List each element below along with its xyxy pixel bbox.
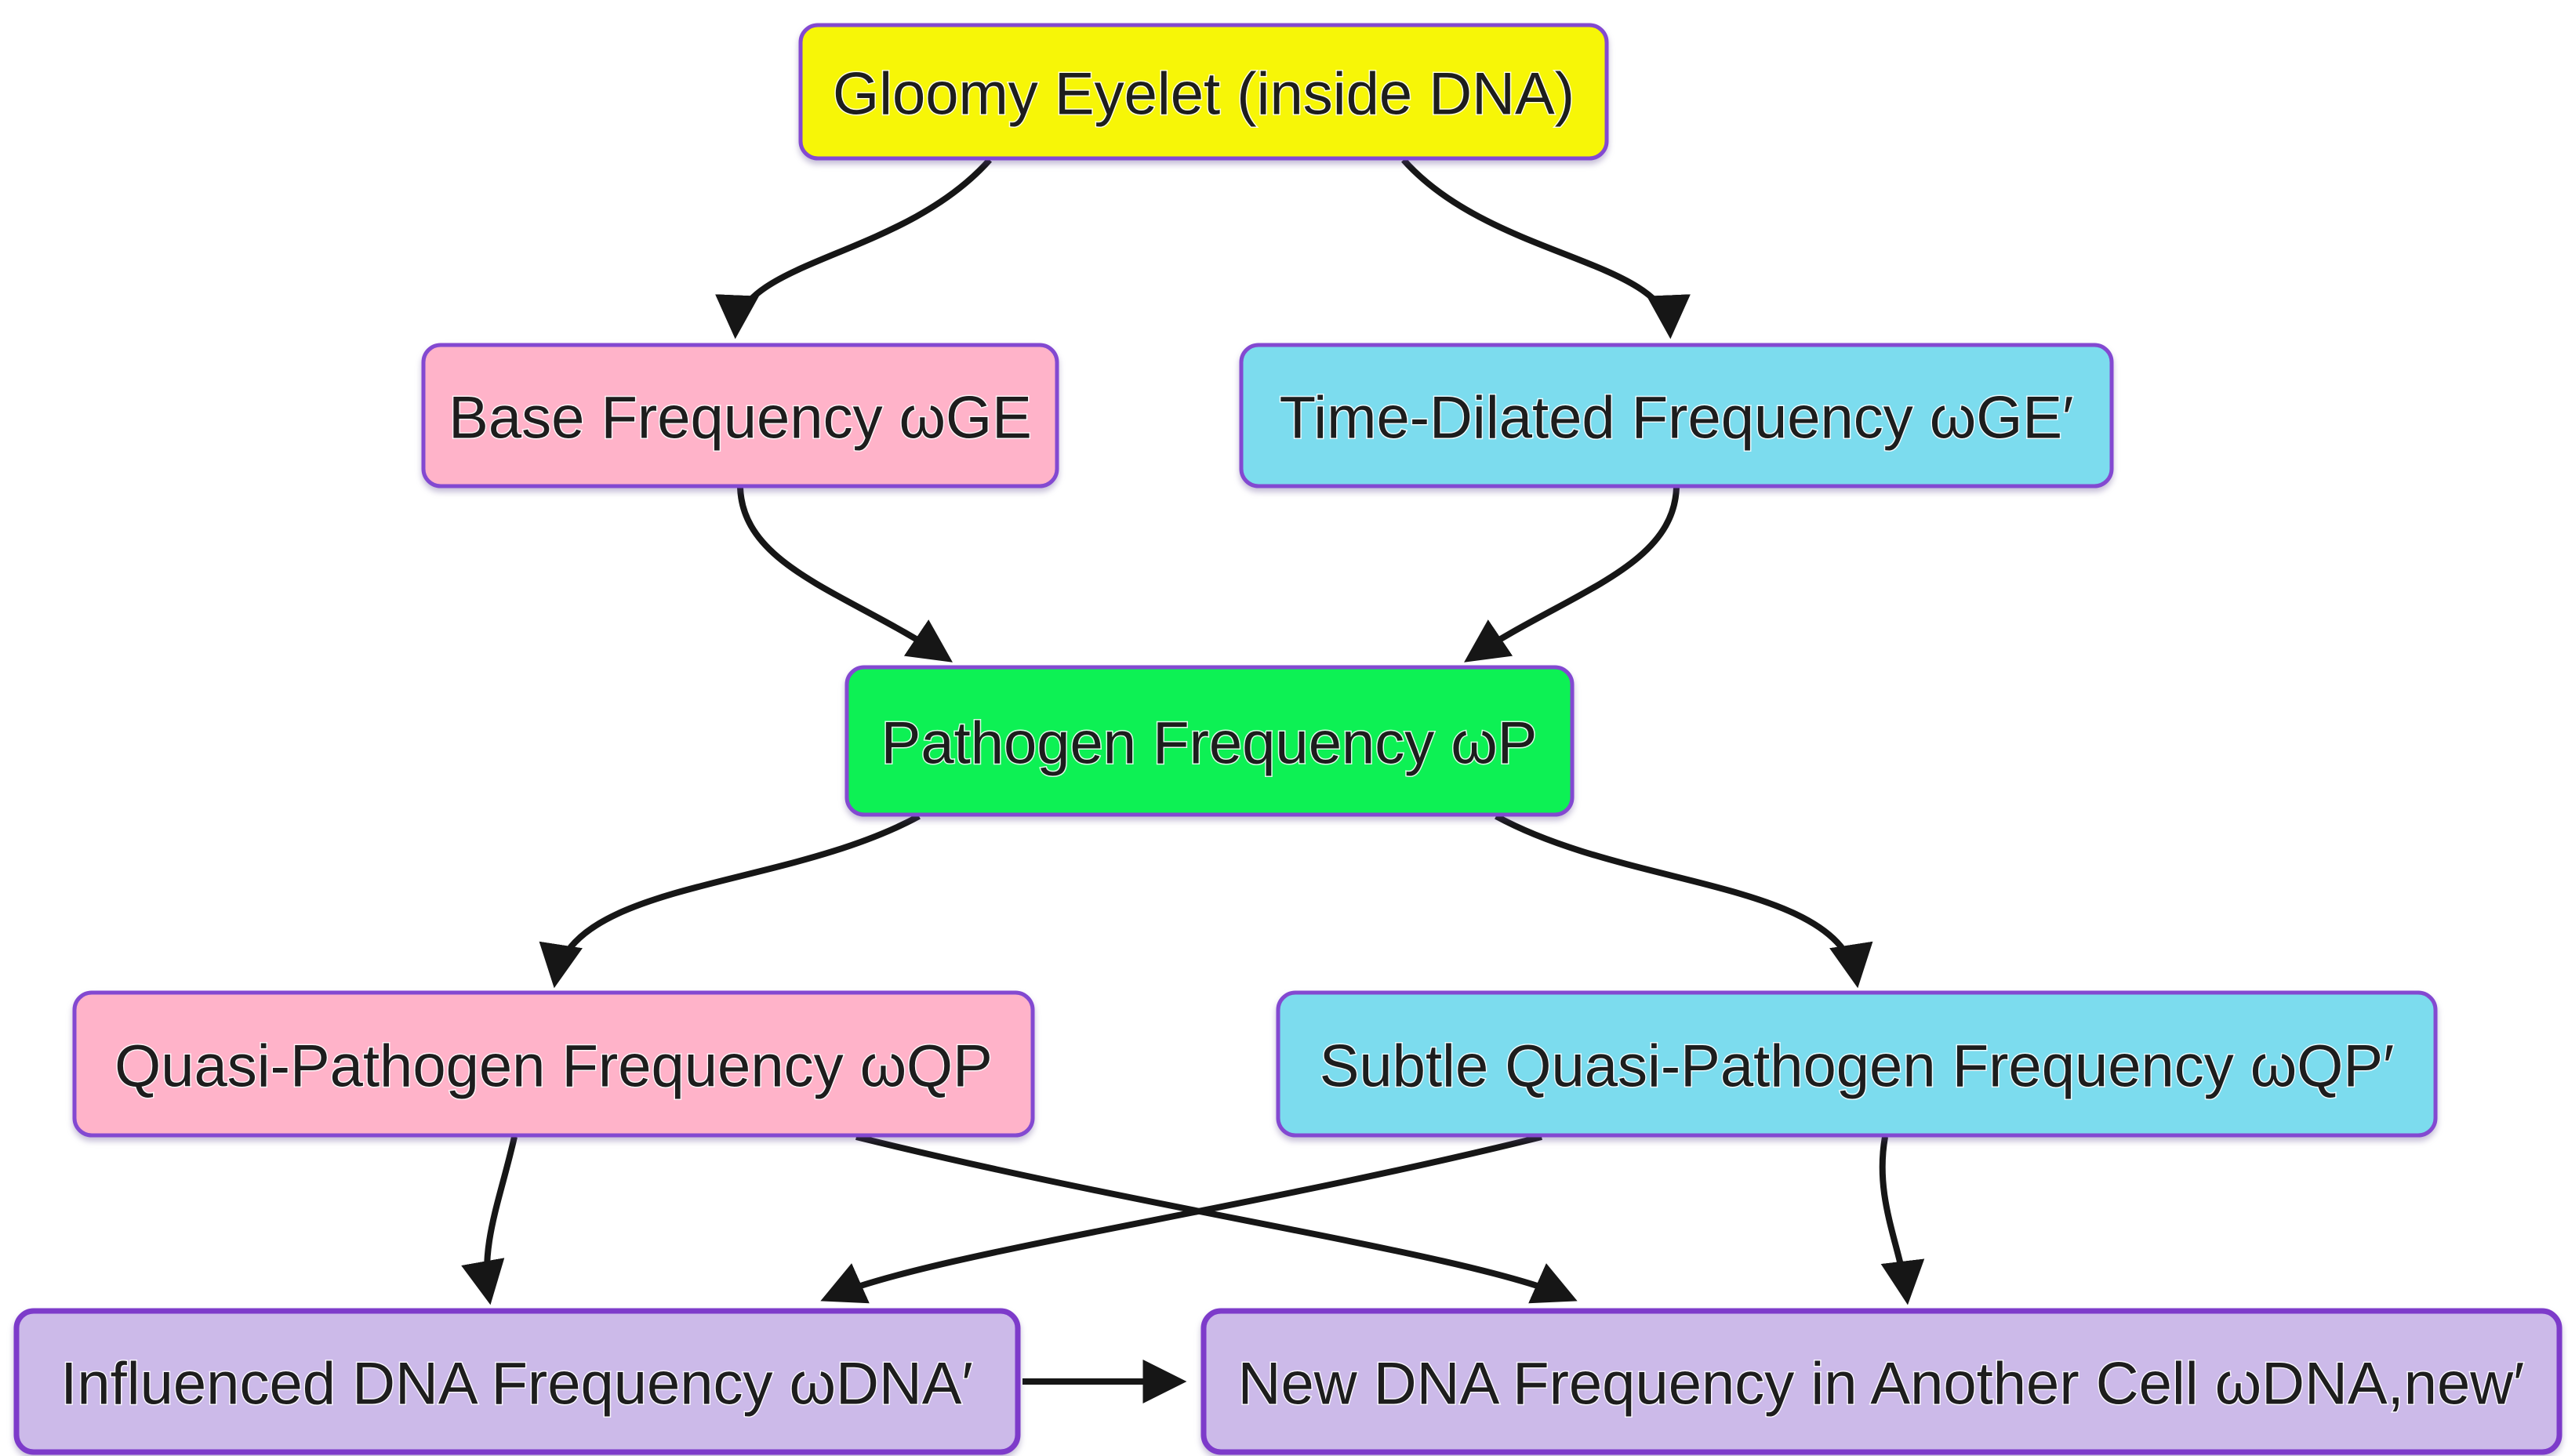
edge-subtle-quasi-to-new-dna (1879, 1136, 1925, 1305)
influenced-dna-frequency-box (13, 1308, 1021, 1455)
gloomy-eyelet-box (798, 23, 1609, 161)
new-dna-frequency-box (1200, 1308, 2563, 1455)
node-time-dilated-frequency: Time-Dilated Frequency ωGE′ (1239, 343, 2114, 488)
edge-pathogen-to-quasi (539, 813, 921, 989)
time-dilated-frequency-label: Time-Dilated Frequency ωGE′ (1280, 385, 2074, 452)
edge-subtle-quasi-to-influenced (820, 1134, 1542, 1304)
node-pathogen-frequency: Pathogen Frequency ωP (844, 665, 1575, 817)
edge-quasi-to-influenced (461, 1136, 518, 1305)
node-gloomy-eyelet: Gloomy Eyelet (inside DNA) (798, 23, 1609, 161)
gloomy-eyelet-label: Gloomy Eyelet (inside DNA) (833, 61, 1575, 128)
base-frequency-label: Base Frequency ωGE (449, 385, 1032, 452)
pathogen-frequency-label: Pathogen Frequency ωP (881, 710, 1538, 777)
edge-gloomy-to-base (715, 158, 992, 339)
node-quasi-pathogen-frequency: Quasi-Pathogen Frequency ωQP (72, 990, 1035, 1138)
edge-base-to-pathogen (737, 487, 953, 663)
new-dna-frequency-label: New DNA Frequency in Another Cell ωDNA,n… (1238, 1351, 2525, 1418)
time-dilated-frequency-box (1239, 343, 2114, 488)
node-base-frequency: Base Frequency ωGE (421, 343, 1059, 488)
edge-gloomy-to-time-dilated (1401, 158, 1691, 339)
edge-quasi-to-new-dna (855, 1134, 1578, 1304)
quasi-pathogen-frequency-label: Quasi-Pathogen Frequency ωQP (114, 1033, 993, 1100)
pathogen-frequency-box (844, 665, 1575, 817)
subtle-quasi-pathogen-frequency-box (1276, 990, 2438, 1138)
edge-pathogen-to-subtle-quasi (1495, 813, 1873, 989)
quasi-pathogen-frequency-box (72, 990, 1035, 1138)
base-frequency-box (421, 343, 1059, 488)
node-influenced-dna-frequency: Influenced DNA Frequency ωDNA′ (13, 1308, 1021, 1455)
node-new-dna-frequency: New DNA Frequency in Another Cell ωDNA,n… (1200, 1308, 2563, 1455)
node-subtle-quasi-pathogen-frequency: Subtle Quasi-Pathogen Frequency ωQP′ (1276, 990, 2438, 1138)
edge-time-dilated-to-pathogen (1464, 487, 1680, 663)
influenced-dna-frequency-label: Influenced DNA Frequency ωDNA′ (60, 1351, 972, 1418)
edge-layer (461, 158, 1925, 1403)
subtle-quasi-pathogen-frequency-label: Subtle Quasi-Pathogen Frequency ωQP′ (1320, 1033, 2395, 1100)
